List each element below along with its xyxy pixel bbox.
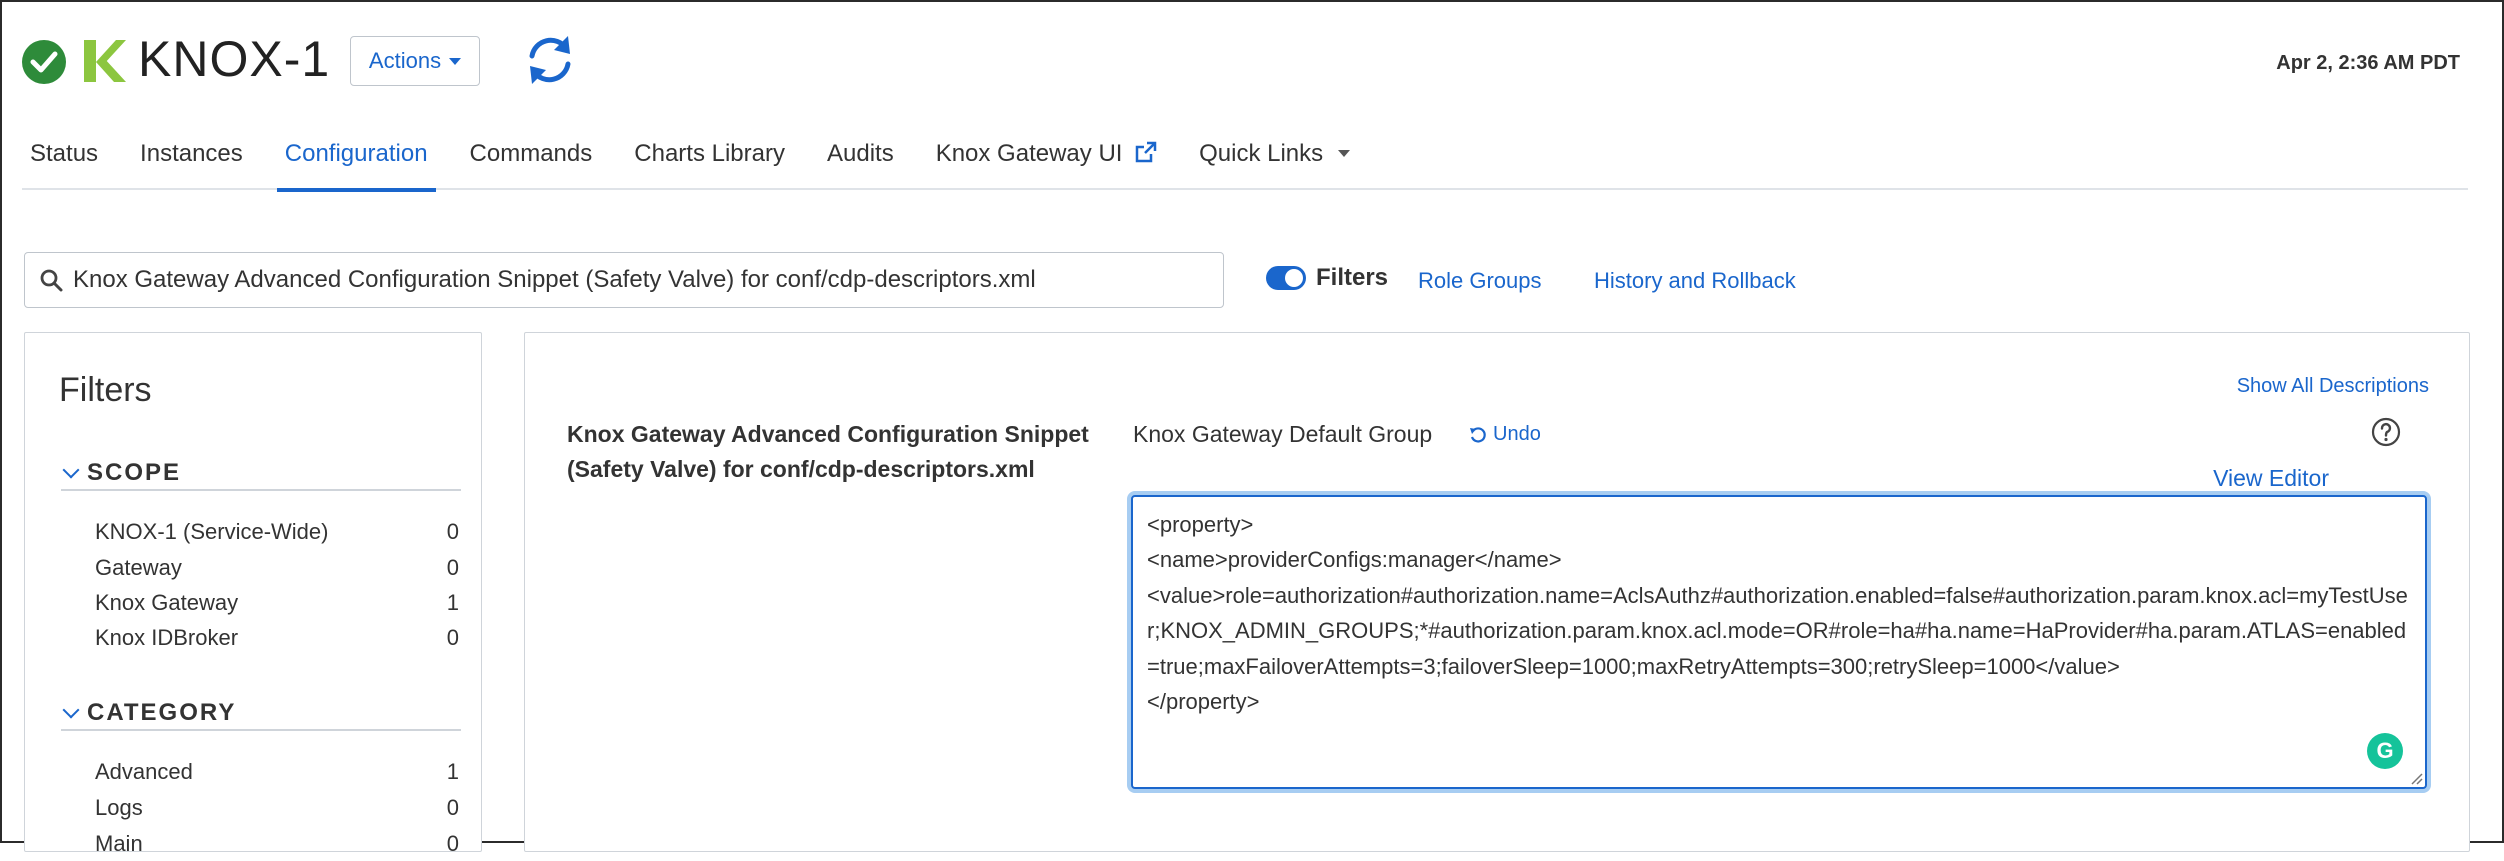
- filters-toggle-label: Filters: [1316, 264, 1389, 291]
- filter-item-scope[interactable]: Knox Gateway 1: [95, 590, 459, 615]
- tab-charts-library[interactable]: Charts Library: [634, 140, 785, 167]
- undo-label: Undo: [1493, 423, 1541, 445]
- tab-commands[interactable]: Commands: [469, 140, 593, 167]
- filters-switch[interactable]: [1266, 266, 1306, 290]
- property-label: Knox Gateway Advanced Configuration Snip…: [567, 421, 1089, 482]
- actions-dropdown-button[interactable]: Actions: [350, 36, 480, 86]
- tab-status[interactable]: Status: [30, 140, 99, 167]
- tab-knox-gateway-ui[interactable]: Knox Gateway UI: [928, 122, 1165, 190]
- config-search-box[interactable]: [24, 252, 1224, 308]
- tab-configuration[interactable]: Configuration: [276, 122, 436, 192]
- history-rollback-link[interactable]: History and Rollback: [1594, 268, 1796, 293]
- filter-item-category[interactable]: Main 0: [95, 831, 459, 856]
- config-panel: Show All Descriptions Knox Gateway Advan…: [524, 332, 2470, 852]
- config-value-text[interactable]: <property> <name>providerConfigs:manager…: [1147, 512, 2408, 715]
- filter-item-scope[interactable]: KNOX-1 (Service-Wide) 0: [95, 519, 459, 544]
- status-ok-icon: [22, 40, 66, 84]
- filter-item-category[interactable]: Advanced 1: [95, 759, 459, 784]
- undo-icon: [1470, 426, 1486, 443]
- help-icon[interactable]: [2371, 417, 2401, 447]
- tab-quick-links[interactable]: Quick Links: [1191, 122, 1358, 190]
- role-groups-link[interactable]: Role Groups: [1418, 268, 1542, 293]
- external-link-icon: [1135, 141, 1157, 163]
- scope-section-header[interactable]: SCOPE: [61, 457, 461, 491]
- filter-item-scope[interactable]: Gateway 0: [95, 555, 459, 580]
- filters-toggle[interactable]: Filters: [1266, 264, 1388, 292]
- config-value-textarea[interactable]: <property> <name>providerConfigs:manager…: [1131, 495, 2427, 789]
- view-editor-link[interactable]: View Editor: [2213, 465, 2329, 491]
- service-title: KNOX-1: [138, 31, 331, 87]
- chevron-down-icon: [62, 701, 80, 719]
- actions-label: Actions: [368, 48, 442, 73]
- chevron-down-icon: [449, 57, 462, 65]
- resize-handle-icon[interactable]: [2409, 771, 2423, 785]
- undo-button[interactable]: Undo: [1469, 423, 1541, 446]
- chevron-down-icon: [1337, 150, 1350, 157]
- tab-instances[interactable]: Instances: [140, 140, 243, 167]
- filters-sidebar: Filters SCOPE KNOX-1 (Service-Wide) 0 Ga…: [24, 332, 482, 856]
- service-tabs: Status Instances Configuration Commands …: [22, 122, 2468, 192]
- filter-item-scope[interactable]: Knox IDBroker 0: [95, 625, 459, 650]
- knox-logo-icon: [84, 40, 126, 82]
- role-group-name: Knox Gateway Default Group: [1133, 421, 1433, 447]
- config-search-input[interactable]: [73, 266, 1213, 294]
- filter-item-category[interactable]: Logs 0: [95, 795, 459, 820]
- chevron-down-icon: [62, 461, 80, 479]
- timestamp: Apr 2, 2:36 AM PDT: [2276, 52, 2460, 74]
- sidebar-title: Filters: [59, 371, 152, 409]
- show-all-descriptions-link[interactable]: Show All Descriptions: [2236, 375, 2429, 397]
- category-section-header[interactable]: CATEGORY: [61, 697, 461, 731]
- search-icon: [40, 269, 63, 292]
- refresh-icon[interactable]: [522, 32, 578, 88]
- grammarly-icon[interactable]: G: [2367, 733, 2403, 769]
- service-header: KNOX-1 Actions Apr 2, 2:36 AM PDT: [2, 2, 2502, 122]
- tab-audits[interactable]: Audits: [826, 140, 894, 167]
